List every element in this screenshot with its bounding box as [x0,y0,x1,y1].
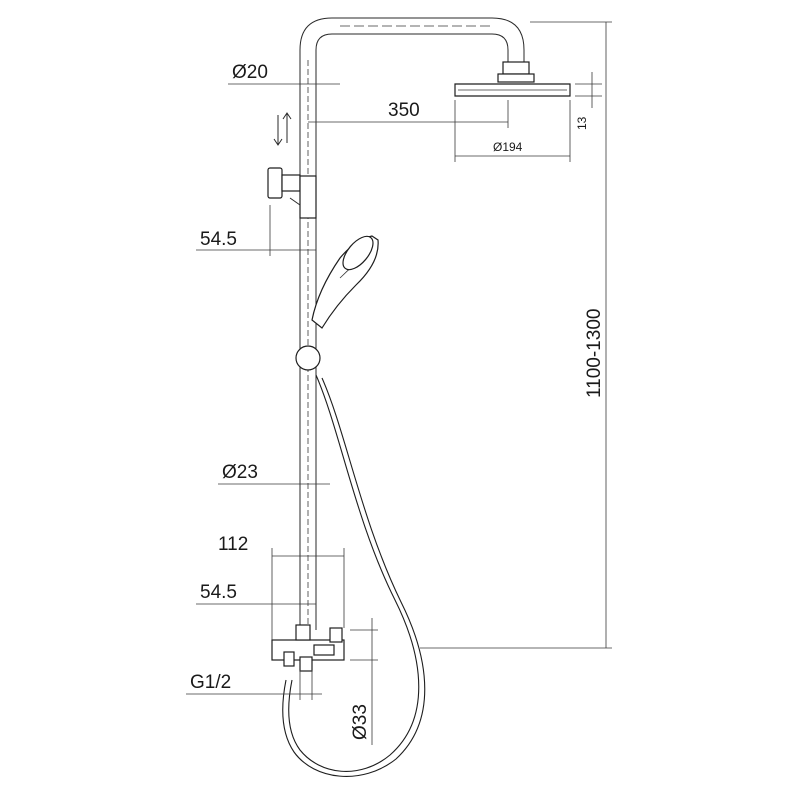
slider-holder [295,345,321,371]
label-mixer-width: 112 [218,534,248,555]
label-arm-length: 350 [388,100,420,121]
label-pipe-diameter: Ø20 [232,62,268,83]
dimension-lines [186,21,612,745]
head-connector [502,61,530,75]
diverter-body [299,175,317,219]
label-mixer-diameter: Ø33 [350,704,371,740]
arm-outline-inner [315,33,509,62]
slide-arrows-icon [273,112,292,146]
arm-outline-outer [299,17,525,62]
label-inlet-thread: G1/2 [190,672,231,693]
inlet-nut [299,656,313,672]
hand-shower [311,235,379,329]
diverter-knob [267,167,283,199]
head-nut [497,73,535,83]
dimension-labels: Ø20 350 Ø194 13 1100-1300 54.5 Ø23 112 5… [190,62,605,740]
label-holder-offset-top: 54.5 [200,229,237,250]
label-holder-offset-bottom: 54.5 [200,582,237,603]
shower-column [267,17,571,777]
label-head-diameter: Ø194 [493,140,523,154]
label-rail-diameter: Ø23 [222,462,258,483]
label-head-thickness: 13 [575,116,589,130]
mixer-top-cap [295,624,311,641]
label-total-height: 1100-1300 [584,309,605,398]
mixer-handle [329,627,343,643]
diverter-lever [289,197,301,206]
shower-hose-inner [282,377,426,777]
diverter-stem [281,174,301,192]
mixer-outlet [313,644,335,656]
inlet-left [283,651,295,667]
mixer-valve [271,624,345,672]
shower-hose-outer [288,374,420,772]
